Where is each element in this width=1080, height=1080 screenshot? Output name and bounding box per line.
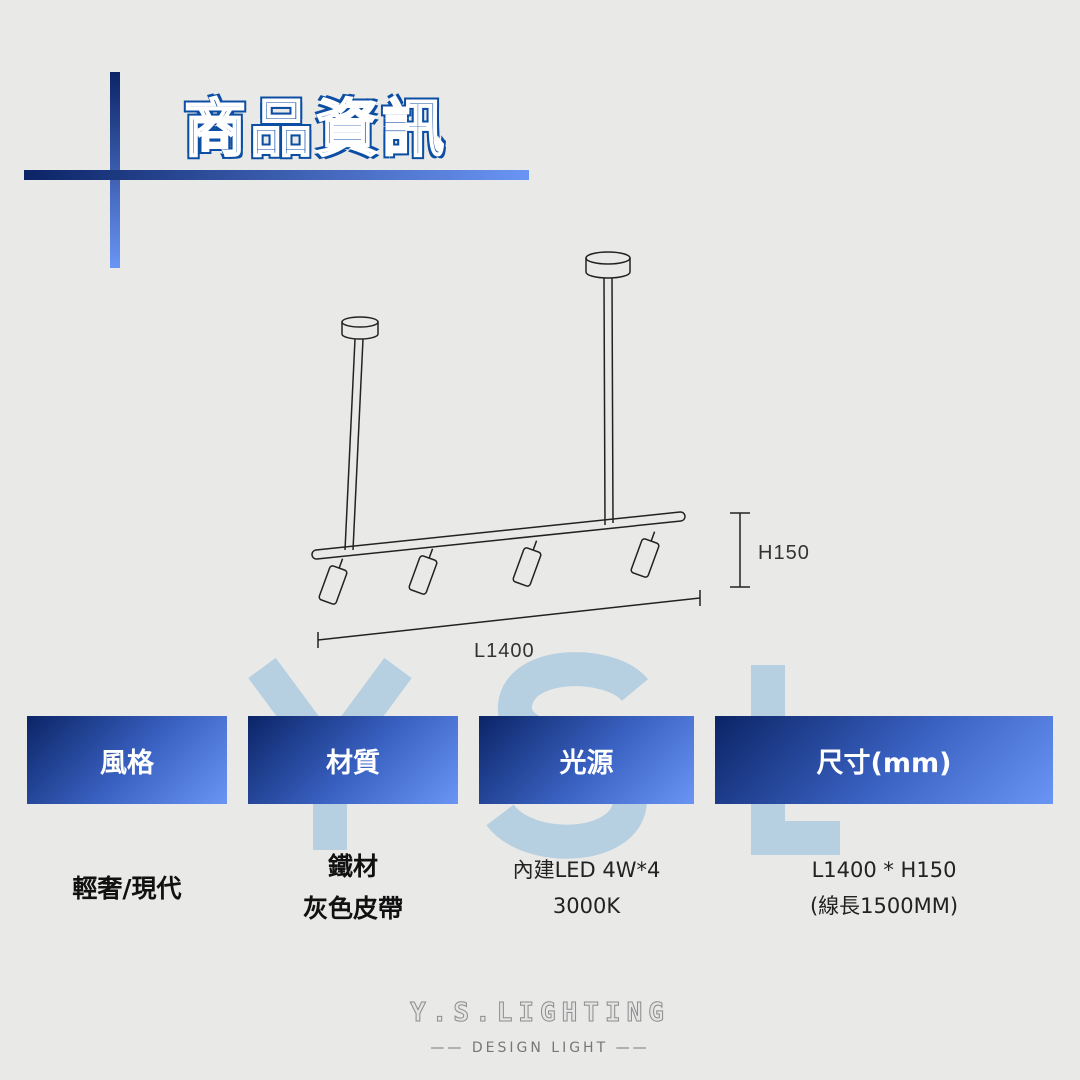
header-light-source: 光源	[479, 716, 694, 804]
value-light-source: 內建LED 4W*4 3000K	[479, 852, 694, 924]
header-material: 材質	[248, 716, 458, 804]
horizontal-bar	[311, 511, 686, 560]
value-size: L1400 * H150 (線長1500MM)	[715, 852, 1053, 924]
value-material: 鐵材 灰色皮帶	[248, 846, 458, 930]
value-line: 灰色皮帶	[302, 894, 403, 923]
tagline-text: DESIGN LIGHT	[471, 1040, 609, 1056]
height-dimension-line	[730, 512, 750, 588]
rod-left	[344, 338, 364, 551]
value-style: 輕奢/現代	[27, 868, 227, 910]
value-line: (線長1500MM)	[809, 894, 959, 918]
value-line: 3000K	[552, 894, 621, 918]
header-size: 尺寸(mm)	[715, 716, 1053, 804]
brand-tagline: —— DESIGN LIGHT ——	[430, 1040, 650, 1056]
decor-horizontal-bar	[24, 170, 529, 180]
ceiling-canopy-right	[585, 251, 631, 279]
value-line: 輕奢/現代	[72, 874, 182, 903]
page-title: 商品資訊	[183, 91, 449, 166]
length-dimension-line	[317, 590, 701, 648]
brand-logo: Y.S.LIGHTING	[410, 998, 670, 1029]
lamp-diagram	[311, 251, 750, 648]
height-label: H150	[758, 542, 810, 564]
header-style: 風格	[27, 716, 227, 804]
value-line: 內建LED 4W*4	[512, 858, 661, 882]
length-label: L1400	[474, 640, 535, 662]
rod-right	[603, 277, 614, 526]
spotlights	[318, 531, 660, 605]
value-line: L1400 * H150	[811, 858, 957, 882]
value-line: 鐵材	[327, 852, 378, 881]
ceiling-canopy-left	[341, 316, 379, 340]
